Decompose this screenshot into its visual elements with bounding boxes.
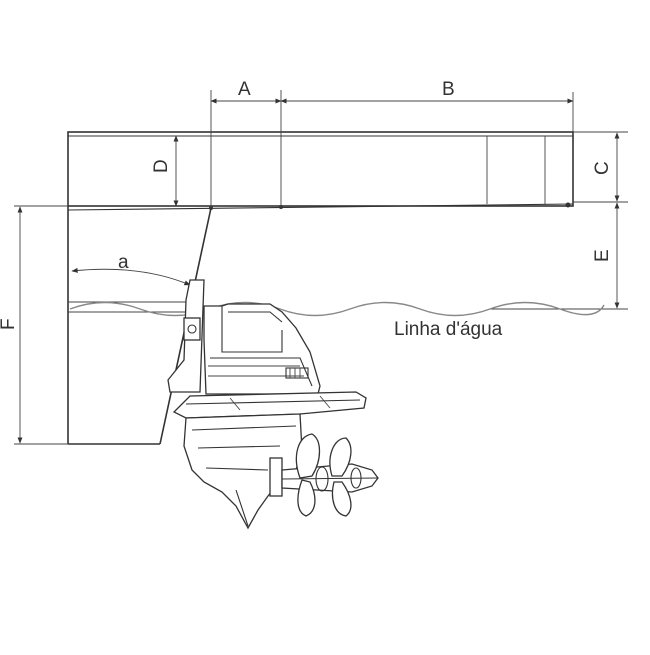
dimension-f: F: [0, 205, 68, 445]
dimension-e: E: [490, 202, 628, 310]
label-angle-a: a: [118, 252, 129, 273]
label-c: C: [592, 161, 613, 175]
waterline: Linha d'água: [69, 301, 605, 340]
label-d: D: [151, 159, 172, 173]
label-e: E: [592, 249, 613, 262]
label-b: B: [442, 79, 455, 100]
waterline-label: Linha d'água: [394, 319, 503, 340]
label-a: A: [238, 79, 251, 100]
dimension-a: A: [210, 79, 282, 208]
dimension-d: D: [151, 135, 179, 207]
dimension-b: B: [280, 79, 574, 132]
sterndrive-unit: [167, 279, 379, 530]
label-f: F: [0, 318, 19, 330]
dimension-c: C: [573, 131, 628, 203]
angle-a: a: [71, 252, 191, 286]
